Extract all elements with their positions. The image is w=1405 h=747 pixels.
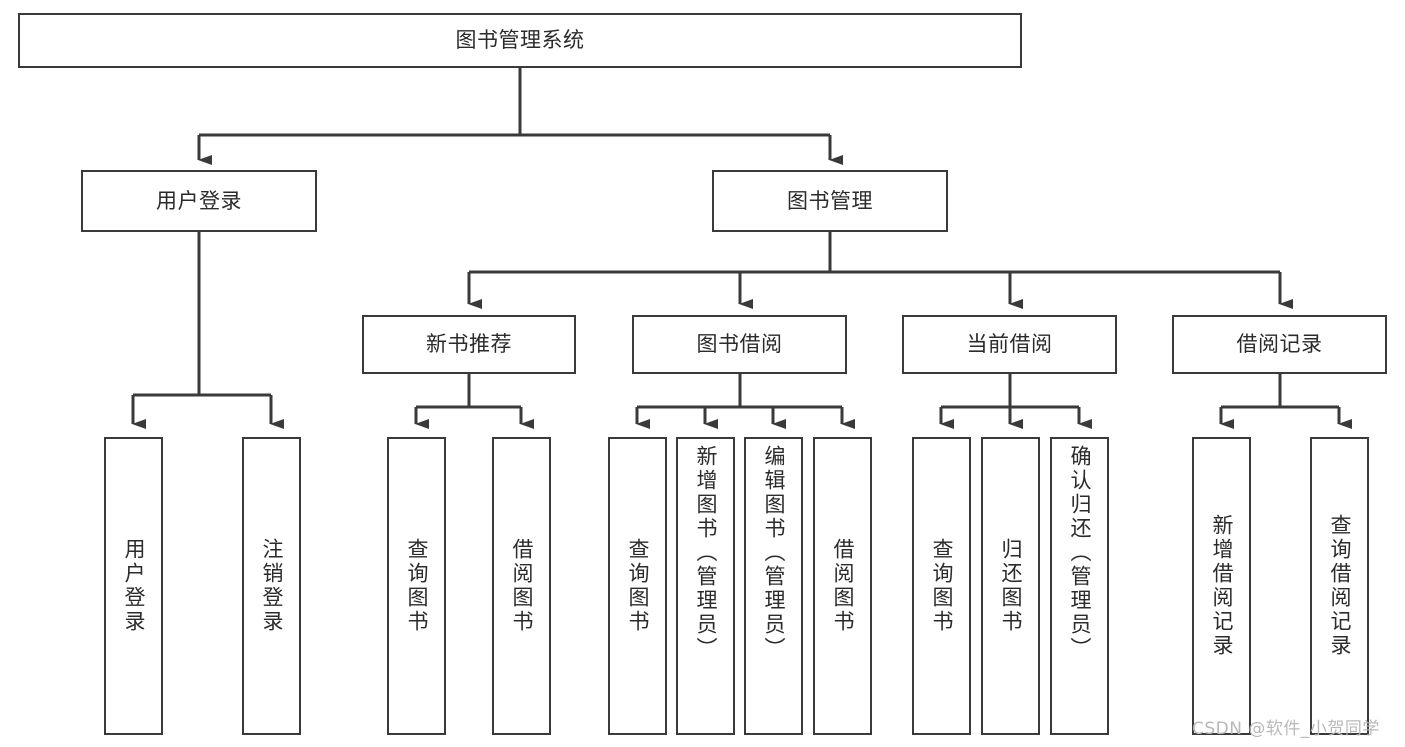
node-label: 借阅图书 <box>510 538 534 634</box>
node-leaf-query-book-borrow[interactable]: 查询图书 <box>608 437 667 735</box>
node-leaf-confirm-return[interactable]: 确认归还（管理员） <box>1050 437 1109 735</box>
node-leaf-user-login[interactable]: 用户登录 <box>104 437 163 735</box>
node-leaf-borrow-book-recommend[interactable]: 借阅图书 <box>492 437 551 735</box>
node-label: 当前借阅 <box>966 332 1053 357</box>
node-label: 用户登录 <box>122 538 146 634</box>
node-label: 图书借阅 <box>696 332 783 357</box>
node-label: 图书管理系统 <box>455 28 585 53</box>
node-label: 注销登录 <box>260 538 284 634</box>
node-label: 借阅记录 <box>1236 332 1323 357</box>
node-leaf-edit-book[interactable]: 编辑图书（管理员） <box>744 437 803 735</box>
node-label: 查询图书 <box>930 538 954 634</box>
node-label: 新书推荐 <box>426 332 512 357</box>
node-label: 查询图书 <box>405 538 429 634</box>
node-label: 新增图书（管理员） <box>694 445 718 661</box>
node-label: 用户登录 <box>156 188 242 213</box>
node-leaf-logout-login[interactable]: 注销登录 <box>242 437 301 735</box>
node-borrow-record[interactable]: 借阅记录 <box>1172 315 1387 374</box>
node-label: 归还图书 <box>999 538 1023 634</box>
node-label: 图书管理 <box>787 188 873 213</box>
node-book-borrow[interactable]: 图书借阅 <box>632 315 847 374</box>
node-new-book-recommend[interactable]: 新书推荐 <box>362 315 576 374</box>
node-label: 确认归还（管理员） <box>1068 445 1092 661</box>
node-book-management[interactable]: 图书管理 <box>712 170 948 232</box>
node-leaf-add-book[interactable]: 新增图书（管理员） <box>676 437 735 735</box>
node-label: 借阅图书 <box>831 538 855 634</box>
node-label: 查询借阅记录 <box>1328 514 1352 658</box>
node-leaf-add-borrow-record[interactable]: 新增借阅记录 <box>1192 437 1251 735</box>
node-leaf-query-book-current[interactable]: 查询图书 <box>912 437 971 735</box>
node-leaf-return-book[interactable]: 归还图书 <box>981 437 1040 735</box>
node-leaf-query-book-recommend[interactable]: 查询图书 <box>387 437 446 735</box>
node-root-book-management-system[interactable]: 图书管理系统 <box>18 13 1022 68</box>
node-leaf-query-borrow-record[interactable]: 查询借阅记录 <box>1310 437 1369 735</box>
node-user-login[interactable]: 用户登录 <box>81 170 317 232</box>
node-leaf-borrow-book[interactable]: 借阅图书 <box>813 437 872 735</box>
node-label: 查询图书 <box>626 538 650 634</box>
node-label: 编辑图书（管理员） <box>762 445 786 661</box>
node-current-borrow[interactable]: 当前借阅 <box>902 315 1117 374</box>
node-label: 新增借阅记录 <box>1210 514 1234 658</box>
